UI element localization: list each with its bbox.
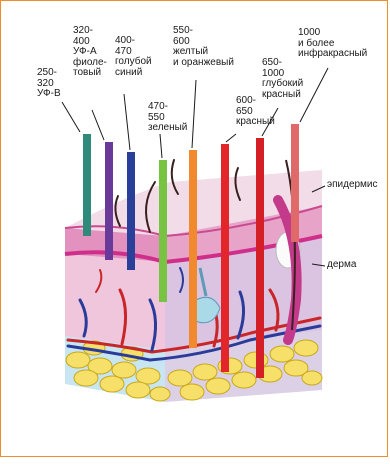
rod-blue — [127, 152, 135, 270]
rod-infrared — [291, 124, 299, 242]
label-deep-red: 650- 1000 глубокий красный — [262, 58, 303, 100]
label-green: 470- 550 зеленый — [148, 102, 187, 134]
label-red: 600- 650 красный — [236, 96, 275, 128]
rod-red — [221, 144, 229, 372]
rod-uva — [105, 142, 113, 260]
label-blue: 400- 470 голубой синий — [115, 36, 152, 78]
label-yellow-orange: 550- 600 желтый и оранжевый — [173, 26, 234, 68]
rod-deep-red — [256, 138, 264, 378]
label-dermis: дерма — [327, 260, 356, 271]
rod-uvb — [83, 134, 91, 236]
label-epidermis: эпидермис — [327, 180, 378, 191]
label-infrared: 1000 и более инфракрасный — [298, 28, 367, 60]
rod-orange — [189, 150, 197, 348]
rod-green — [159, 160, 167, 302]
label-uvb: 250- 320 УФ-В — [37, 68, 61, 100]
label-uva: 320- 400 УФ-А фиоле- товый — [73, 26, 107, 79]
